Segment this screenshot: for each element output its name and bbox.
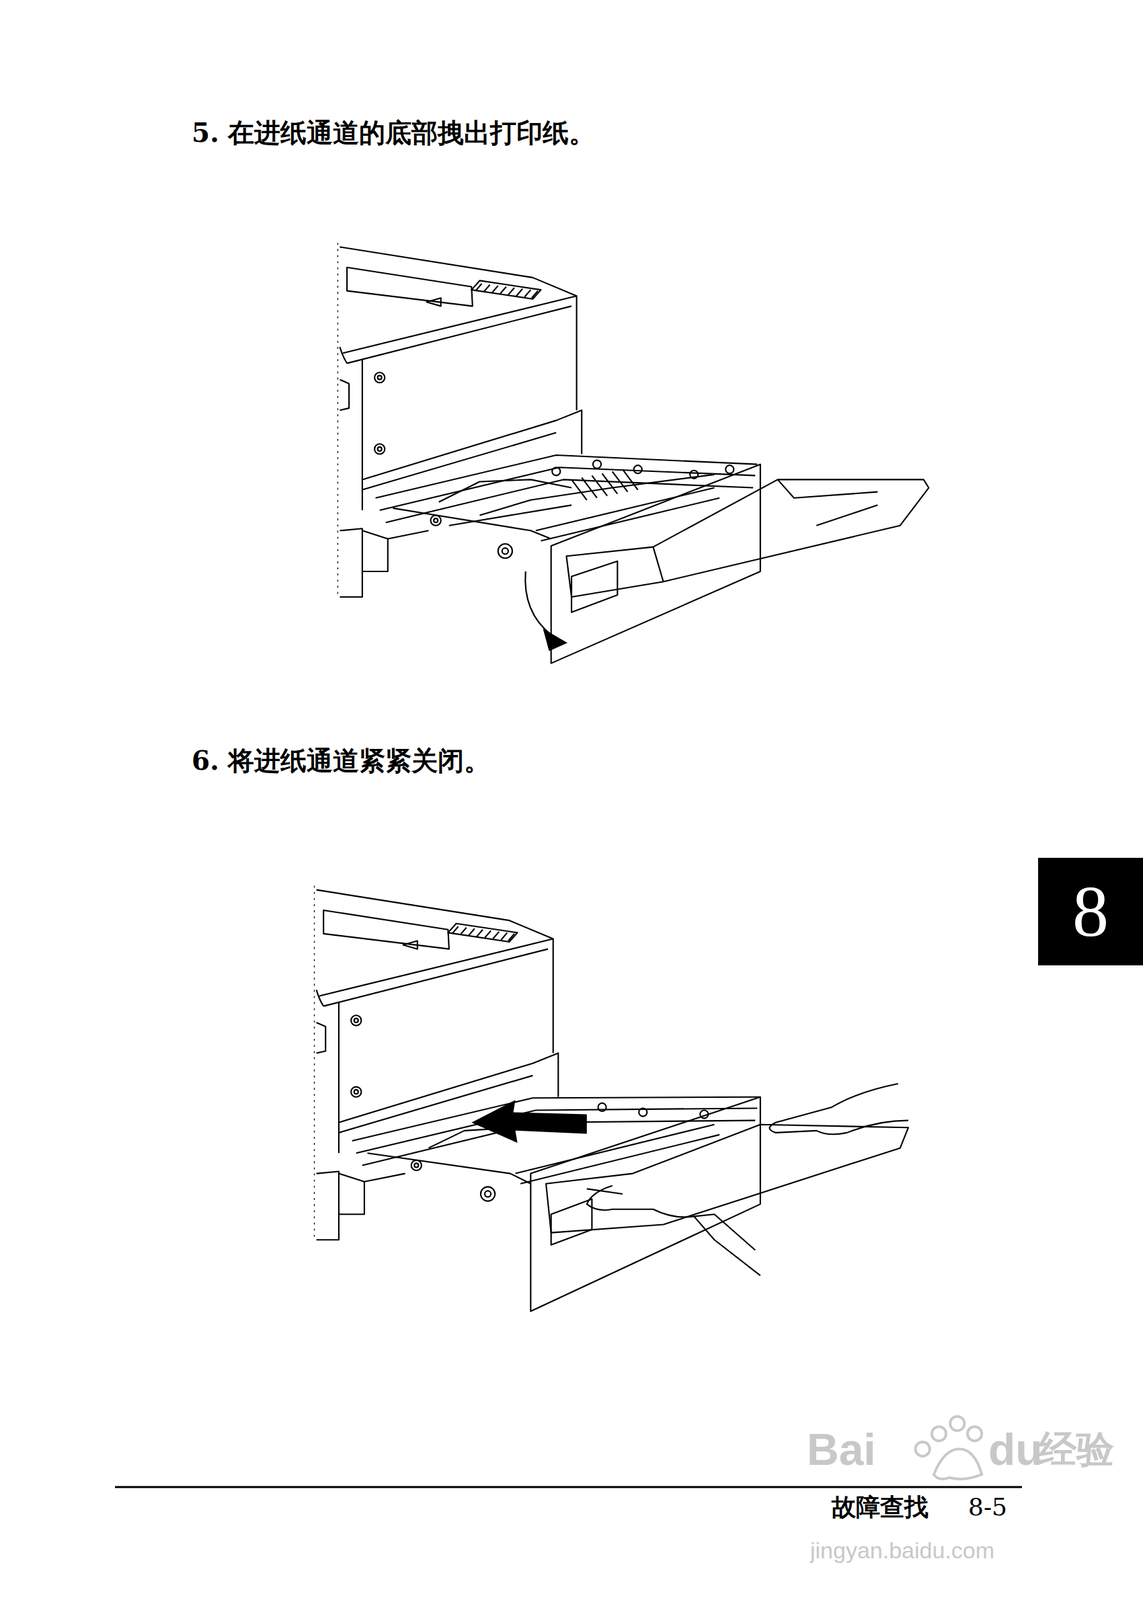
footer-rule bbox=[114, 1486, 1022, 1489]
step-instruction: 5. 在进纸通道的底部拽出打印纸。 bbox=[191, 118, 596, 148]
step-instruction: 6. 将进纸通道紧紧关闭。 bbox=[191, 746, 491, 776]
watermark: jingyan.baidu.com bbox=[810, 1538, 995, 1564]
page-number: 8-5 bbox=[968, 1493, 1008, 1521]
chapter-tab: 8 bbox=[1038, 857, 1143, 966]
watermark: Bai bbox=[806, 1425, 877, 1475]
footer-section: 故障查找 bbox=[831, 1493, 929, 1521]
chapter-number: 8 bbox=[1072, 875, 1109, 949]
watermark: 经验 bbox=[1038, 1428, 1115, 1471]
watermark: du bbox=[988, 1425, 1043, 1475]
